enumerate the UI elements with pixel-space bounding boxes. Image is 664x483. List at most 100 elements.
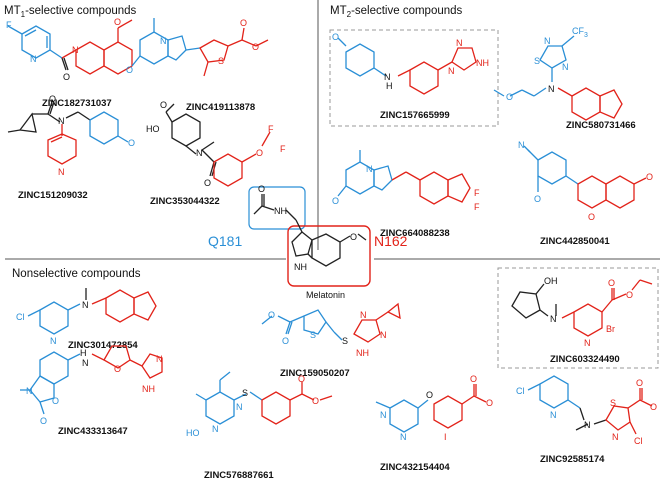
atom-label: Cl [16,312,25,322]
structure-zinc419113878 [131,18,269,77]
atom-label: N [196,148,203,158]
atom-label: N [160,36,167,46]
atom-label: N [612,432,619,442]
atom-label: S [610,398,616,408]
atom-label: N [58,116,65,126]
atom-label: O [114,17,121,27]
atom-label: CF3 [572,26,588,39]
atom-label: O [128,138,135,148]
atom-label: N [360,310,367,320]
atom-label: O [332,196,339,206]
structure-melatonin [253,194,367,267]
atom-label: N [236,402,243,412]
atom-label: O [608,278,615,288]
q181-interaction-box [248,186,306,230]
atom-label: O [252,42,259,52]
atom-label: O [312,396,319,406]
atom-label: N [82,358,89,368]
atom-label: N [548,84,555,94]
atom-label: O [650,402,657,412]
atom-label: O [52,396,59,406]
compound-label: ZINC664088238 [380,228,450,239]
residue-q181: Q181 [208,233,242,249]
atom-label: N [544,36,551,46]
structure-zinc92585174 [527,375,653,435]
atom-label: N [550,410,557,420]
highlight-box [497,267,659,369]
compound-label: ZINC580731466 [566,120,636,131]
atom-label: O [204,178,211,188]
compound-label: ZINC433313647 [58,426,128,437]
compound-label: ZINC182731037 [42,98,112,109]
atom-label: NH [274,206,287,216]
atom-label: O [240,18,247,28]
atom-label: N [562,62,569,72]
atom-label: N [156,354,163,364]
atom-label: O [350,232,357,242]
compound-label: ZINC432154404 [380,462,450,473]
atom-label: NH [476,58,489,68]
compound-label: ZINC92585174 [540,454,605,465]
atom-label: HO [146,124,160,134]
atom-label: O [126,65,133,75]
mt2-section-title: MT2-selective compounds [330,5,463,19]
mt1-section-title: MT1-selective compounds [4,5,137,19]
structure-zinc182731037 [7,19,133,75]
atom-label: S [242,388,248,398]
compound-label: ZINC157665999 [380,110,450,121]
compound-label: ZINC442850041 [540,236,610,247]
atom-label: N [584,420,591,430]
atom-label: O [646,172,653,182]
melatonin-label: Melatonin [306,290,345,300]
residue-n162: N162 [374,233,408,249]
structure-zinc442850041 [523,145,647,209]
atom-label: O [160,100,167,110]
compound-label: ZINC151209032 [18,190,88,201]
structure-zinc353044322 [165,103,271,187]
atom-label: N [58,167,65,177]
compound-label: ZINC576887661 [204,470,274,481]
n162-interaction-box [287,225,371,287]
atom-label: N [384,72,391,82]
structure-zinc151209032 [7,101,129,165]
structure-zinc580731466 [493,35,623,121]
atom-label: Cl [634,436,643,446]
atom-label: N [448,66,455,76]
atom-label: O [63,72,70,82]
atom-label: N [72,45,79,55]
highlight-box [329,29,499,127]
atom-label: Cl [516,386,525,396]
atom-label: O [626,290,633,300]
atom-label: S [342,336,348,346]
atom-label: O [534,194,541,204]
structure-zinc433313647 [20,345,163,415]
atom-label: O [506,92,513,102]
structure-zinc576887661 [195,371,333,425]
structure-zinc301472854 [27,288,157,335]
compound-label: ZINC353044322 [150,196,220,207]
atom-label: O [588,212,595,222]
atom-label: S [218,56,224,66]
atom-label: O [332,32,339,42]
atom-label: I [444,432,447,442]
atom-label: S [534,56,540,66]
atom-label: N [400,432,407,442]
atom-label: N [518,140,525,150]
atom-label: F [280,144,286,154]
structure-zinc603324490 [511,279,653,337]
atom-label: O [268,310,275,320]
atom-label: F [268,124,274,134]
atom-label: N [380,410,387,420]
atom-label: N [584,338,591,348]
atom-label: O [114,364,121,374]
compound-label: ZINC301472854 [68,340,138,351]
atom-label: NH [294,262,307,272]
atom-label: H [386,81,393,91]
atom-label: F [474,202,480,212]
structure-zinc159050207 [261,302,401,343]
atom-label: N [366,164,373,174]
atom-label: N [30,54,37,64]
atom-label: O [40,416,47,426]
atom-label: N [82,300,89,310]
